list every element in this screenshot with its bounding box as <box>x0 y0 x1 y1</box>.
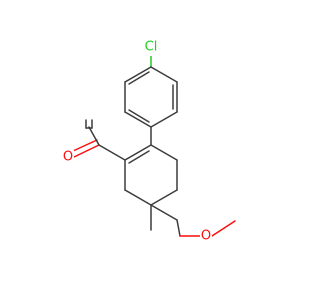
ether-oxygen-label: O <box>201 229 211 244</box>
chlorine-atom-label: Cl <box>145 40 158 55</box>
bond-cyc-c5-c4 <box>150 189 178 206</box>
aldehyde-oxygen-knockout <box>62 150 74 165</box>
bond-ring-c4-c5-inner <box>128 109 150 123</box>
ether-oxygen-knockout <box>200 229 212 244</box>
bond-ring-c4-c5 <box>124 111 152 128</box>
atom-label-layer: Cl O O <box>62 40 212 244</box>
bond-ring-c3-c4 <box>150 111 178 128</box>
bond-c2-cho <box>98 144 126 161</box>
bond-cho-o-b <box>72 139 98 152</box>
bond-cho-o-a <box>73 144 100 158</box>
bond-cyc-c2-c1 <box>124 144 152 161</box>
chlorine-label-knockout <box>143 40 159 56</box>
bond-ch2-o-stub <box>176 219 181 237</box>
bond-ring-c1-c2 <box>150 66 178 83</box>
molecule-canvas: Cl O O <box>62 39 236 244</box>
bond-cho-h <box>88 126 100 146</box>
bond-cyc-c1-c6 <box>150 144 178 161</box>
bond-layer <box>72 54 236 237</box>
bond-cyc-c2-c1-inner <box>128 150 150 164</box>
aldehyde-oxygen-label: O <box>63 150 73 165</box>
bond-ring-c6-c1 <box>124 66 152 83</box>
molecule-structure: Cl O O <box>62 39 236 244</box>
bond-ring-c6-c1-inner <box>128 71 150 85</box>
bond-c4-ch2 <box>150 204 178 221</box>
bond-o-ch3 <box>211 220 236 237</box>
bond-cyc-c4-c3 <box>124 189 152 206</box>
